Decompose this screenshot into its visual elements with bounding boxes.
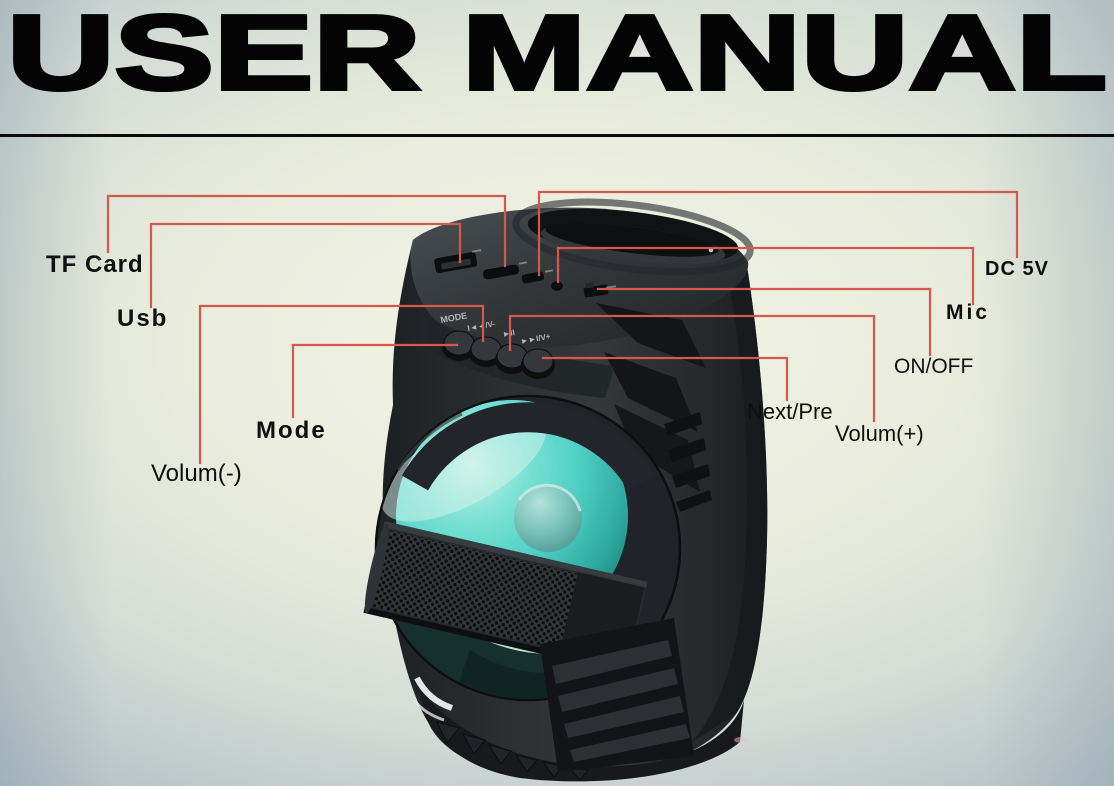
side-fins [664,412,712,512]
leader-line-on-off [596,287,932,357]
callout-mic: Mic [946,301,991,324]
callout-volum-minus: Volum(-) [151,460,242,487]
next-volume-up-button [521,348,555,379]
callout-dc-5v: DC 5V [985,258,1049,280]
title-band: USER MANUAL [5,0,1109,114]
pink-mark [734,737,748,743]
serrated-teeth [436,721,589,781]
callout-mode: Mode [256,417,327,444]
usb-port [434,251,478,274]
leader-line-usb [149,222,462,309]
base-vent-fins [540,618,694,772]
page-title: USER MANUAL [7,0,1107,112]
leader-line-next-pre [541,356,789,402]
callout-volum-plus: Volum(+) [835,421,924,446]
driver-dome [514,484,582,552]
callout-usb: Usb [117,305,169,332]
play-pause-label: ►II [502,328,516,339]
mode-button [442,330,476,361]
tf-card-slot [483,264,519,280]
title-divider [0,134,1114,137]
mode-button-label: MODE [440,310,468,325]
leader-line-volum-minus [198,304,485,465]
leader-line-tf-card [106,194,507,268]
play-pause-button [495,343,529,374]
leader-line-volum-plus [508,314,876,423]
body-right-shade [692,238,768,742]
prev-volume-down-button [469,336,503,367]
leader-line-mic [556,246,975,306]
power-switch [583,282,609,298]
leader-line-mode [291,343,459,419]
leader-lines [106,190,1019,465]
callout-on-off: ON/OFF [894,355,974,378]
side-vent-panel [596,303,706,492]
callout-tf-card: TF Card [46,251,144,278]
leader-line-dc-5v [537,190,1019,277]
speaker-base [412,618,744,782]
speaker-handle-cutout [512,198,754,276]
callout-next-pre: Next/Pre [747,399,833,424]
port-markings [471,249,617,289]
